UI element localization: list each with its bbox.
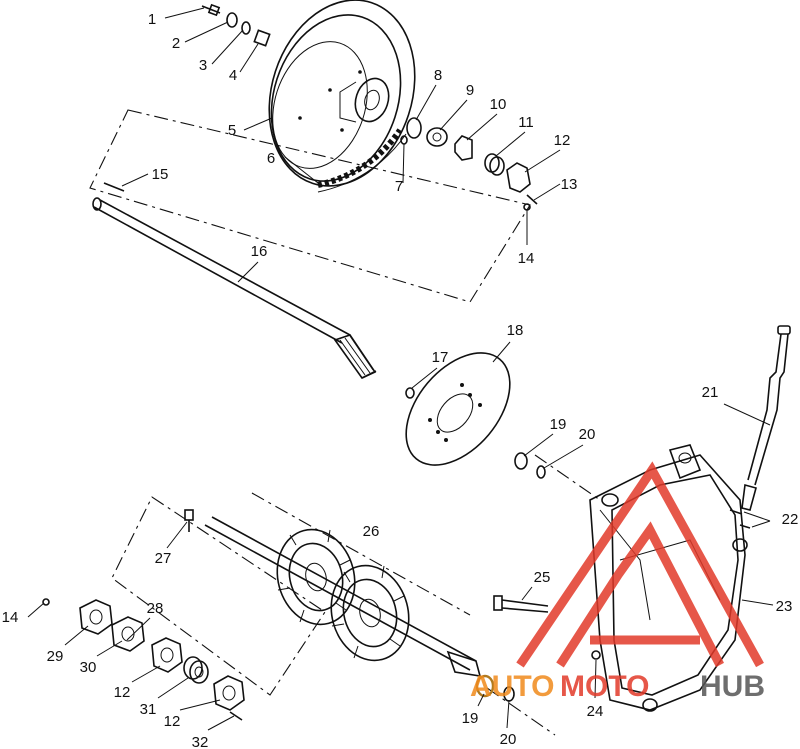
seal-9 xyxy=(426,127,448,147)
callout-25: 25 xyxy=(534,569,551,586)
callout-19: 19 xyxy=(550,416,567,433)
callout-21: 21 xyxy=(702,384,719,401)
callout-2: 2 xyxy=(172,35,180,52)
callout-4: 4 xyxy=(229,67,237,84)
drive-sprocket-right xyxy=(330,564,410,662)
upper-assembly-frame xyxy=(89,109,531,303)
flange-12-lower-b xyxy=(213,675,245,711)
callout-24: 24 xyxy=(587,703,604,720)
drive-sprocket-left xyxy=(276,528,356,626)
ring-20-upper xyxy=(536,465,546,479)
callout-12: 12 xyxy=(164,713,181,730)
watermark-triangle-inner xyxy=(556,521,724,668)
callout-18: 18 xyxy=(507,322,524,339)
callout-20: 20 xyxy=(500,731,517,748)
seal-19-lower xyxy=(475,674,495,698)
level-stick xyxy=(741,325,791,511)
axis-line-bearing xyxy=(486,687,556,736)
lower-assembly-frame xyxy=(111,496,326,696)
callout-6: 6 xyxy=(267,150,275,167)
callout-16: 16 xyxy=(251,243,268,260)
spacer-4 xyxy=(253,29,271,47)
flange-10 xyxy=(454,135,473,161)
callout-7: 7 xyxy=(395,178,403,195)
callout-9: 9 xyxy=(466,82,474,99)
callout-8: 8 xyxy=(434,67,442,84)
callout-13: 13 xyxy=(561,176,578,193)
bearing-31 xyxy=(183,656,209,684)
washer-8 xyxy=(406,117,422,139)
callout-23: 23 xyxy=(776,598,793,615)
callout-11: 11 xyxy=(518,114,534,131)
callout-10: 10 xyxy=(490,96,507,113)
flange-12-lower-a xyxy=(151,637,183,673)
callout-12: 12 xyxy=(554,132,571,149)
callout-28: 28 xyxy=(147,600,164,617)
bolt-32 xyxy=(229,711,243,721)
bolt-1 xyxy=(201,3,221,17)
callout-19: 19 xyxy=(462,710,479,727)
callout-15: 15 xyxy=(152,166,169,183)
callout-1: 1 xyxy=(148,11,156,28)
callout-3: 3 xyxy=(199,57,207,74)
bearing-11 xyxy=(484,153,505,176)
callout-20: 20 xyxy=(579,426,596,443)
plate-29 xyxy=(79,599,113,635)
bolt-25 xyxy=(493,595,549,613)
callout-26: 26 xyxy=(363,523,380,540)
watermark-logo: AUTO MOTO HUB xyxy=(470,461,765,703)
callout-29: 29 xyxy=(47,648,64,665)
drive-shaft xyxy=(92,197,377,380)
drive-chain xyxy=(317,128,403,188)
part-callouts: 1234567891011121314151617181920212223242… xyxy=(2,11,799,749)
o-ring-17 xyxy=(405,387,415,399)
plate-30 xyxy=(111,616,145,652)
callout-17: 17 xyxy=(432,349,449,366)
callout-12: 12 xyxy=(114,684,131,701)
seal-19-upper xyxy=(514,452,528,470)
washer-3 xyxy=(241,21,251,35)
callout-27: 27 xyxy=(155,550,172,567)
nut-14-lower xyxy=(42,598,50,606)
watermark-word-auto: AUTO xyxy=(470,670,554,703)
callout-5: 5 xyxy=(228,122,236,139)
driven-sprocket xyxy=(268,0,416,187)
bolt-13 xyxy=(526,194,538,205)
watermark-word-moto: MOTO xyxy=(560,670,649,703)
washer-2 xyxy=(226,12,238,28)
watermark-triangle-outer xyxy=(516,461,764,668)
bolt-22 xyxy=(729,509,751,529)
chaincase-housing xyxy=(589,444,748,712)
flange-12 xyxy=(506,162,531,193)
watermark-word-hub: HUB xyxy=(700,670,765,703)
callout-30: 30 xyxy=(80,659,97,676)
key-15 xyxy=(103,182,125,192)
callout-14: 14 xyxy=(518,250,535,267)
callout-31: 31 xyxy=(140,701,157,718)
bolt-27 xyxy=(184,509,194,532)
callout-22: 22 xyxy=(782,511,799,528)
brake-disc xyxy=(405,352,511,466)
callout-32: 32 xyxy=(192,734,209,749)
callout-14: 14 xyxy=(2,609,19,626)
nut-24 xyxy=(591,650,601,660)
shaft-bracket xyxy=(251,492,471,616)
axis-line-shaft-to-case xyxy=(534,454,601,501)
leader-lines xyxy=(27,7,774,731)
track-drive-shaft xyxy=(204,516,482,677)
